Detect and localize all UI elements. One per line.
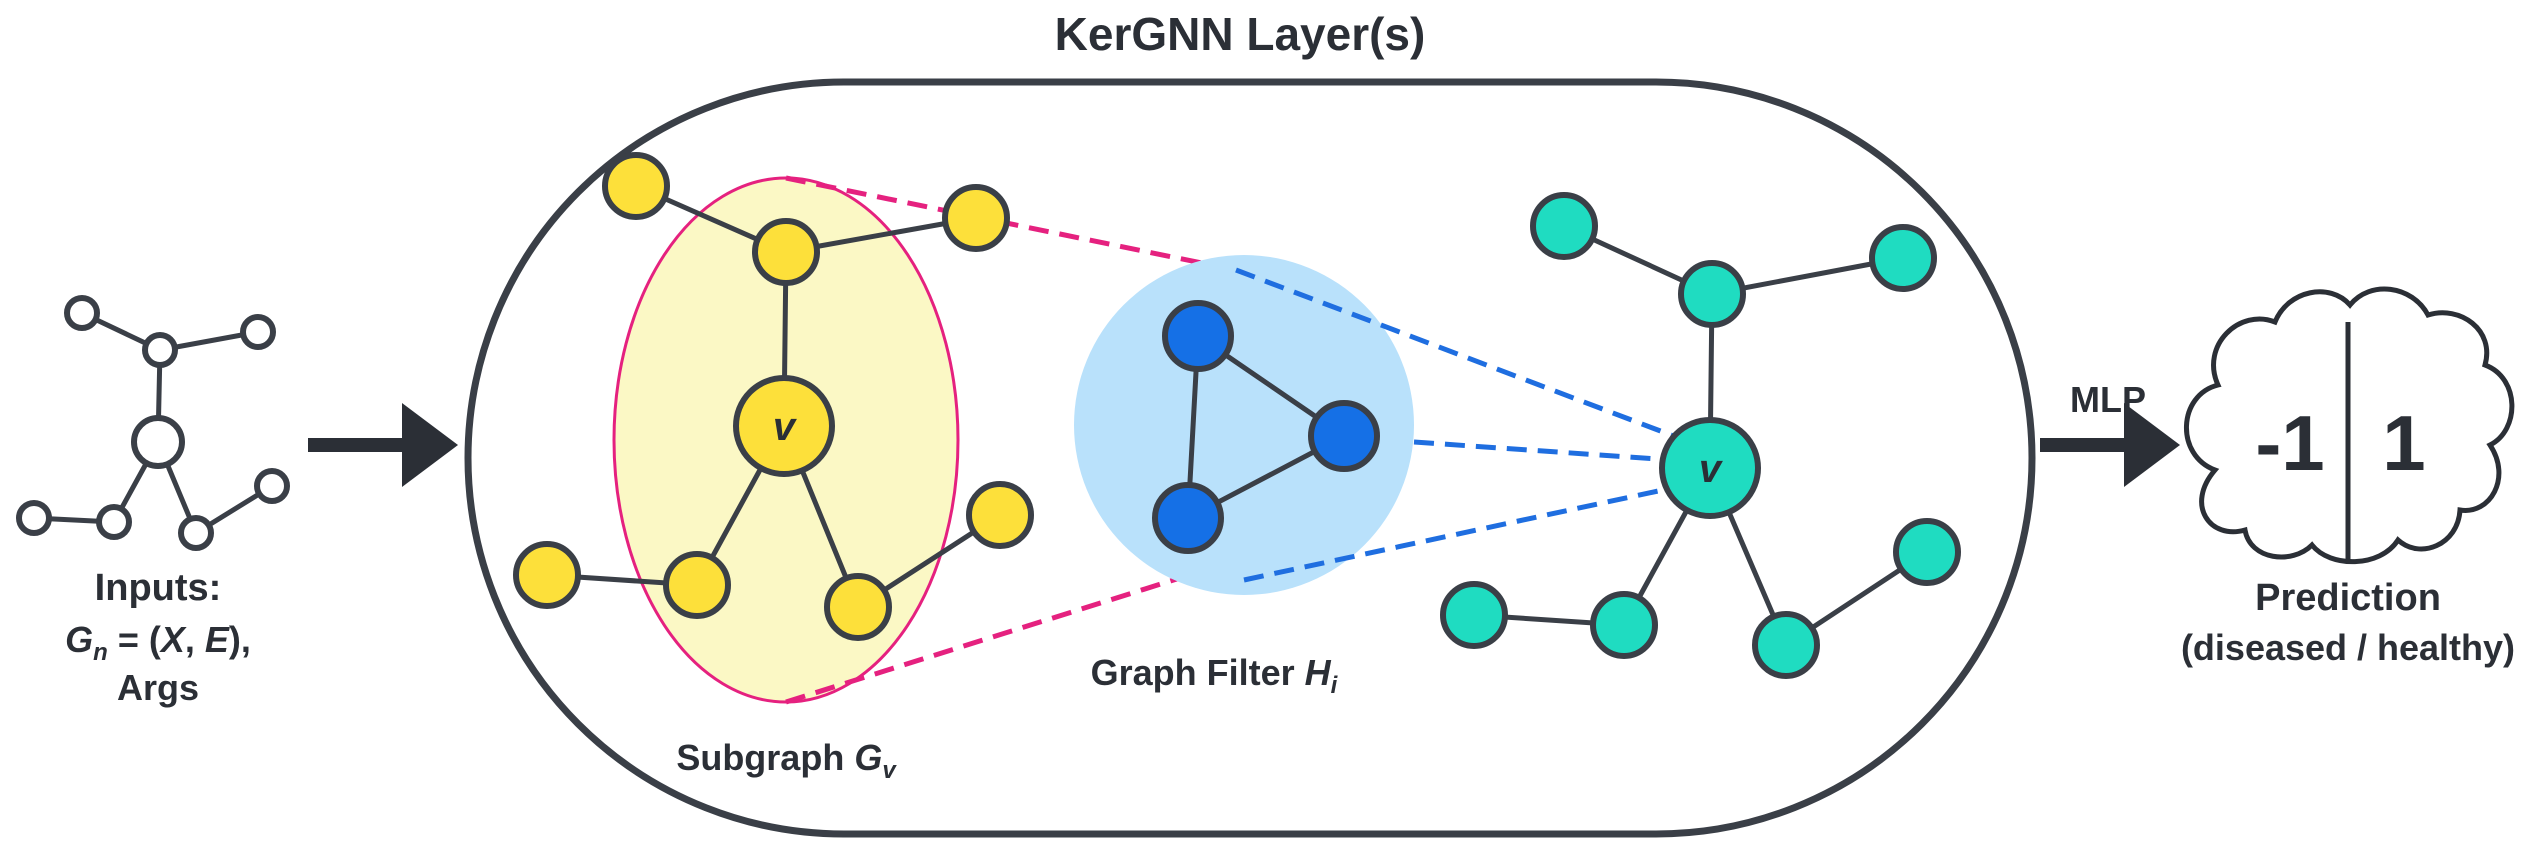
subgraph-node [513,541,581,609]
blue-dashed-mapping-lines [1235,267,1701,583]
prediction-label: Prediction [2255,577,2441,619]
output-node [1893,518,1961,586]
diagram-title: KerGNN Layer(s) [1055,8,1426,60]
output-graph [1440,192,1961,679]
input-node [16,500,52,536]
subgraph-center-label: v [773,405,798,449]
filter-node [1308,400,1380,472]
subgraph-node [752,218,820,286]
output-node [1590,591,1658,659]
subgraph-graph [513,152,1034,641]
subgraph-label: Subgraph Gv [676,737,897,784]
prediction-positive: 1 [2382,399,2425,487]
input-graph [16,295,290,551]
graph-filter-label: Graph Filter Hi [1091,652,1339,699]
inputs-graph-definition: Gn = (X, E), [65,619,251,666]
prediction-negative: -1 [2255,399,2324,487]
subgraph-center-node [733,375,835,477]
output-center-label: v [1699,447,1724,491]
inputs-args: Args [117,667,199,708]
subgraph-node [824,573,892,641]
input-node [64,295,100,331]
inputs-label: Inputs: [95,567,222,609]
output-node [1752,611,1820,679]
output-node [1678,260,1746,328]
input-node [131,415,185,469]
subgraph-node [942,184,1010,252]
input-node [178,515,214,551]
input-node [240,314,276,350]
filter-node [1152,482,1224,554]
filter-node [1162,300,1234,372]
mlp-label: MLP [2070,379,2146,420]
output-node [1869,224,1937,292]
pink-dashed-mapping-lines [785,175,1381,705]
prediction-classes: (diseased / healthy) [2181,627,2515,668]
input-node [254,468,290,504]
output-center-node [1659,417,1761,519]
input-node [96,504,132,540]
output-node [1440,581,1508,649]
input-node [142,332,178,368]
output-node [1530,192,1598,260]
subgraph-node [602,152,670,220]
subgraph-node [966,481,1034,549]
kergnn-layer-container [464,78,2036,838]
graph-filter-graph [1152,300,1380,554]
subgraph-node [663,551,731,619]
